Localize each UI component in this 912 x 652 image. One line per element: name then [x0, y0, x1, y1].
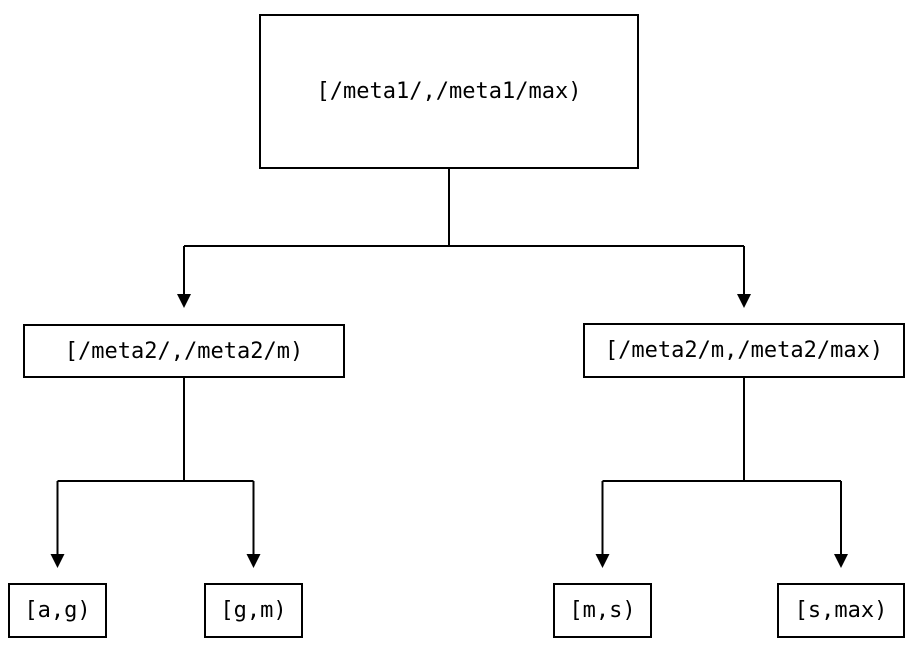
node-leaf-ag-label: [a,g): [24, 598, 91, 623]
node-leaf-smax: [s,max): [777, 583, 905, 638]
node-left-mid-label: [/meta2/,/meta2/m): [64, 338, 304, 364]
edge-leftmid-to-children: [56, 378, 255, 555]
node-leaf-ag: [a,g): [8, 583, 107, 638]
node-leaf-gm-label: [g,m): [220, 598, 287, 623]
arrowhead-right-mid: [737, 294, 751, 308]
arrowhead-left-mid: [177, 294, 191, 308]
arrowhead-leaf-smax: [834, 554, 848, 568]
node-leaf-smax-label: [s,max): [794, 598, 888, 623]
arrowhead-leaf-gm: [246, 554, 261, 568]
node-leaf-gm: [g,m): [204, 583, 303, 638]
node-root-interval: [/meta1/,/meta1/max): [259, 14, 639, 169]
arrowhead-leaf-ms: [595, 554, 610, 568]
node-leaf-ms-label: [m,s): [569, 598, 636, 623]
node-left-mid-interval: [/meta2/,/meta2/m): [23, 324, 345, 378]
node-root-label: [/meta1/,/meta1/max): [316, 79, 582, 104]
node-right-mid-interval: [/meta2/m,/meta2/max): [583, 323, 905, 378]
node-right-mid-label: [/meta2/m,/meta2/max): [604, 338, 884, 363]
node-leaf-ms: [m,s): [553, 583, 652, 638]
edge-root-to-children: [183, 169, 745, 295]
edge-rightmid-to-children: [601, 378, 842, 555]
arrowhead-leaf-ag: [50, 554, 65, 568]
